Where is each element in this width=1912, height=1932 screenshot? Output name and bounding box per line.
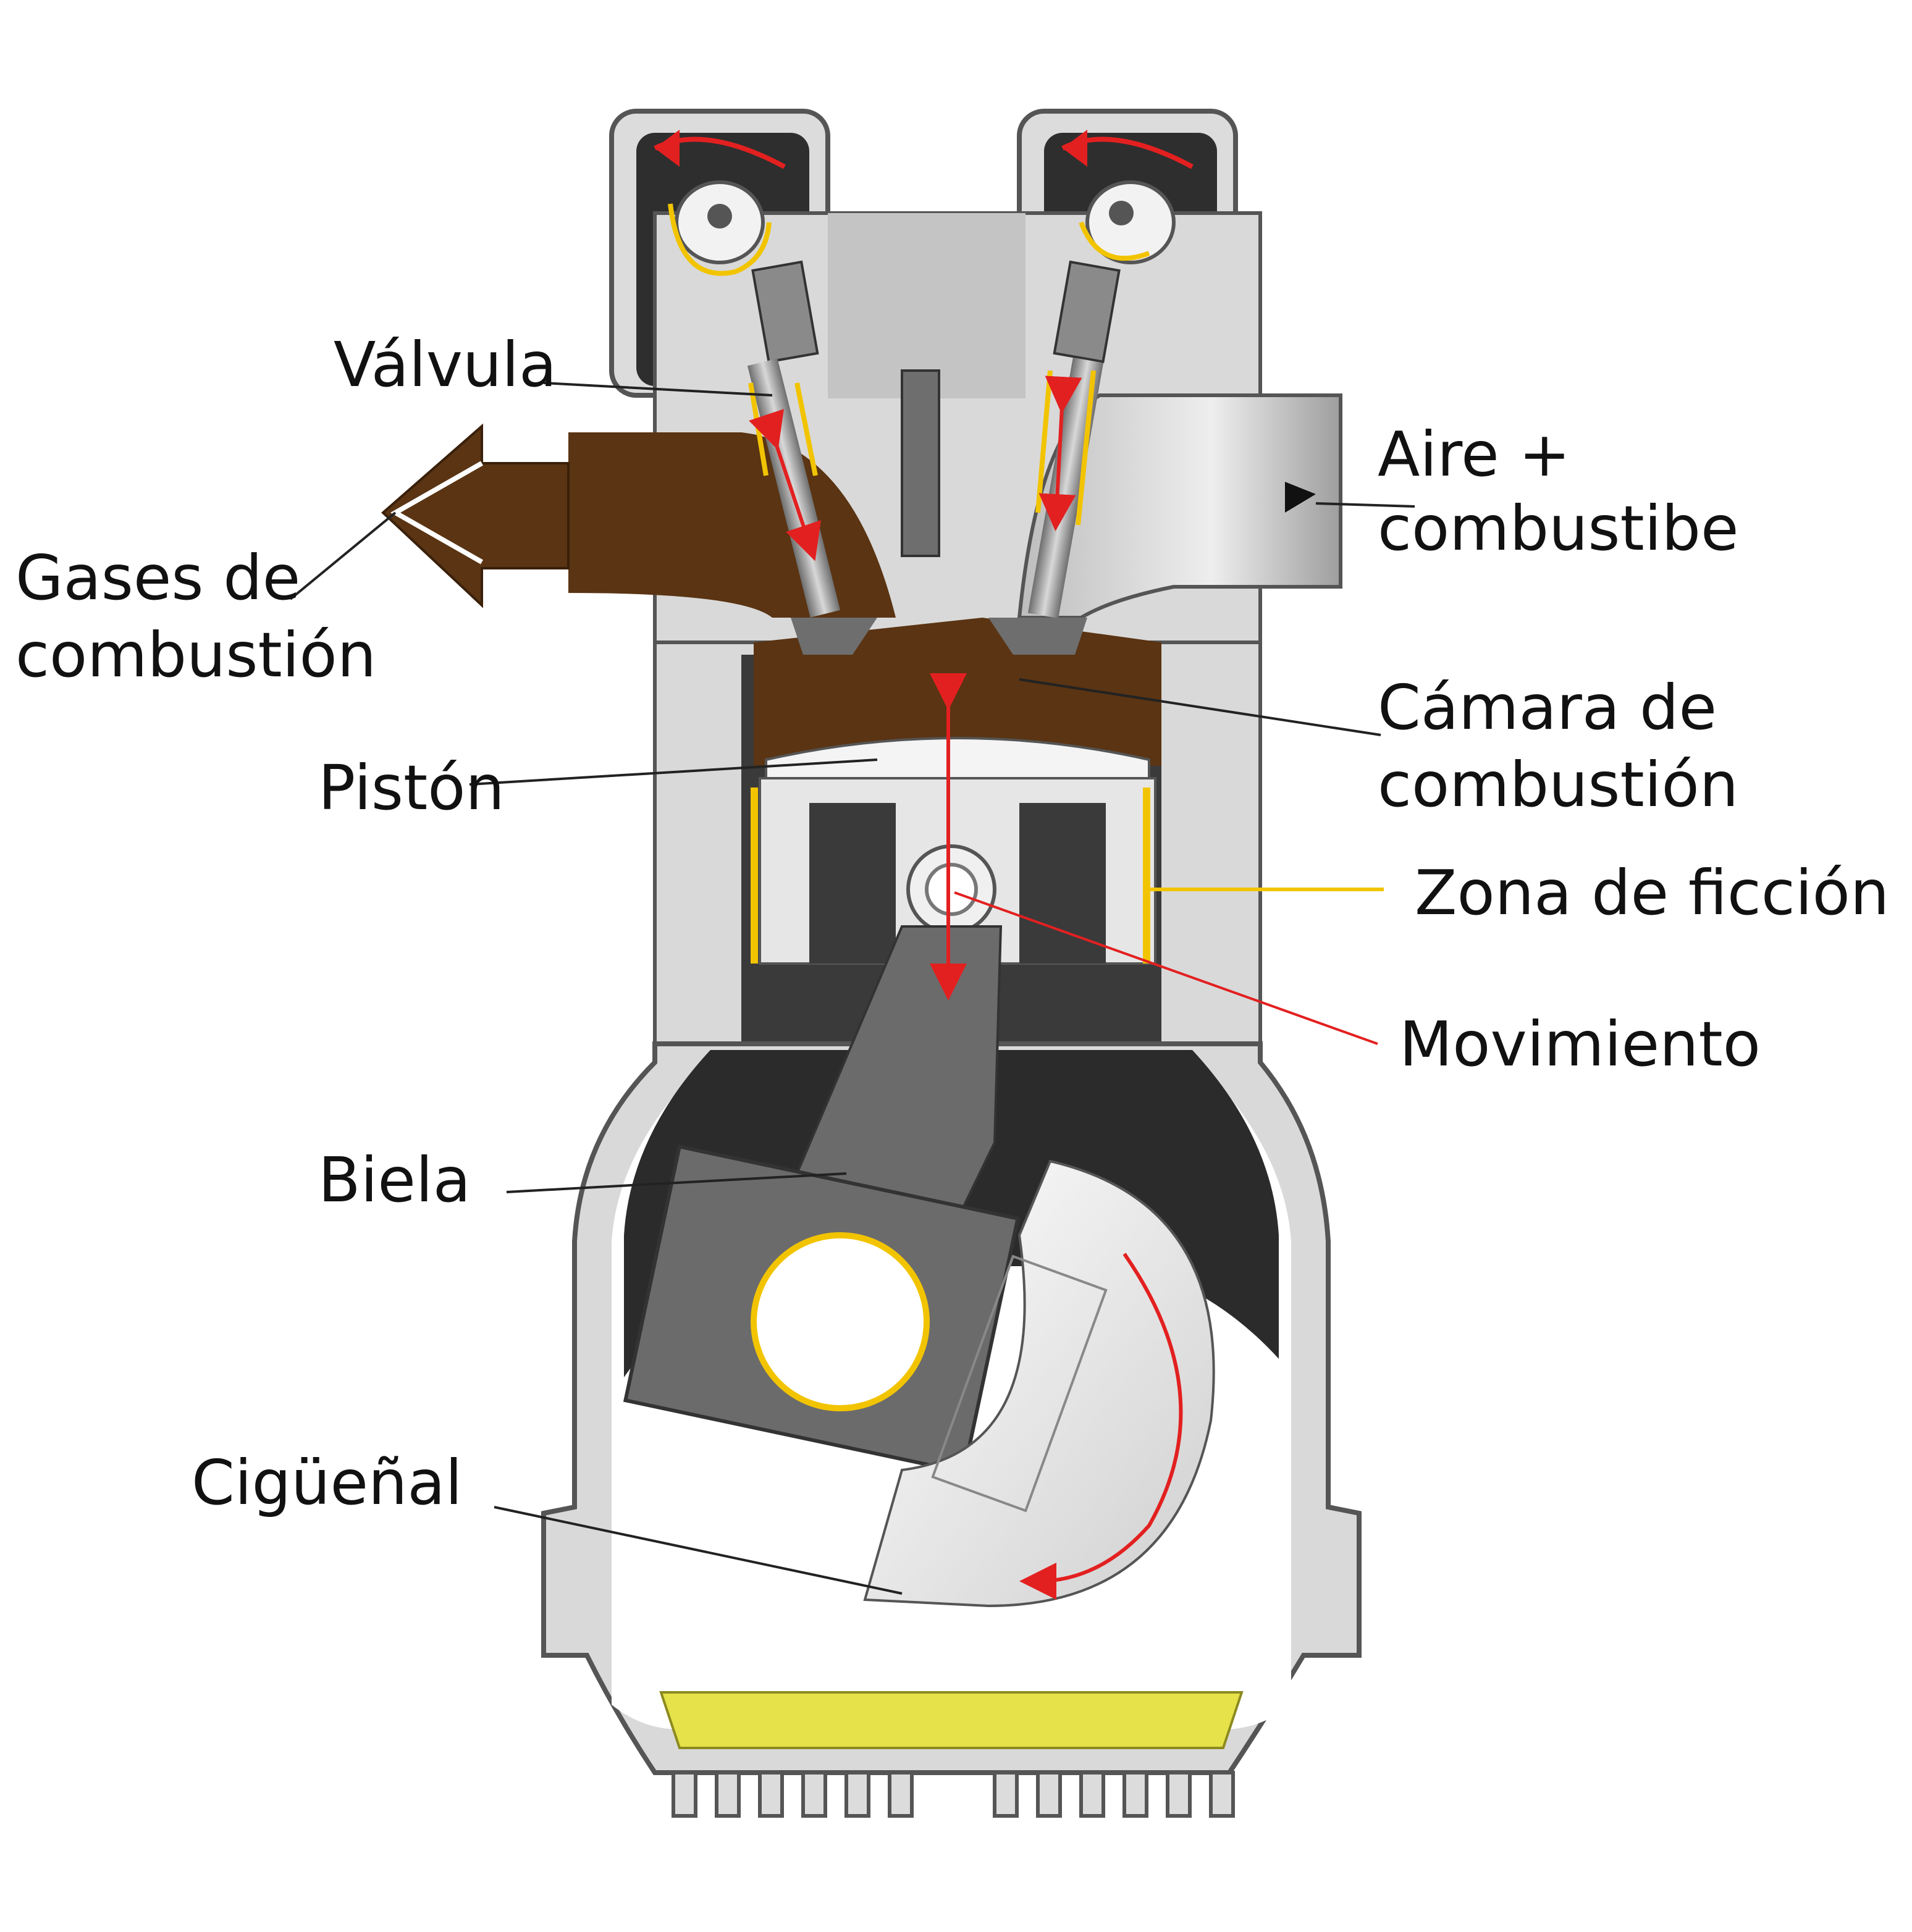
crank-web xyxy=(863,1159,1215,1608)
spark-plug xyxy=(901,369,940,557)
cooling-fins xyxy=(672,1771,1235,1818)
leader-biela xyxy=(506,1172,847,1193)
crank-pin xyxy=(751,1232,930,1411)
leader-movimiento xyxy=(954,891,1378,1045)
label-movimiento: Movimiento xyxy=(1399,1008,1761,1080)
leader-gases xyxy=(289,511,397,600)
label-valvula: Válvula xyxy=(334,329,557,401)
intake-camshaft xyxy=(1061,130,1194,264)
exhaust-arrow xyxy=(381,423,570,608)
label-ciguenal: Cigüeñal xyxy=(192,1447,462,1519)
label-gases-line2: combustión xyxy=(15,619,376,691)
leader-camara xyxy=(1019,678,1381,736)
oil-pan xyxy=(659,1691,1244,1749)
valve-motion-arrows xyxy=(749,376,1082,561)
label-biela: Biela xyxy=(318,1144,471,1216)
label-gases-line1: Gases de xyxy=(15,542,300,614)
leader-lines xyxy=(289,382,1415,1595)
label-piston: Pistón xyxy=(318,752,505,824)
label-aire-line2: combustibe xyxy=(1378,492,1739,565)
leader-aire xyxy=(1315,502,1415,508)
leader-valvula xyxy=(543,382,773,397)
label-zona: Zona de ficción xyxy=(1415,857,1889,929)
label-aire-line1: Aire + xyxy=(1378,418,1570,490)
label-camara-line2: combustión xyxy=(1378,749,1738,821)
intake-valve xyxy=(988,260,1121,655)
cylinder-friction-right xyxy=(1143,788,1150,964)
label-camara-line1: Cámara de xyxy=(1378,671,1717,744)
exhaust-camshaft xyxy=(654,130,786,276)
leader-piston xyxy=(469,758,878,786)
crank-rotation-arrow xyxy=(1019,1253,1183,1600)
leader-ciguenal xyxy=(494,1506,903,1595)
intake-flow-arrow xyxy=(1285,482,1316,513)
cylinder-friction-left xyxy=(751,788,758,964)
